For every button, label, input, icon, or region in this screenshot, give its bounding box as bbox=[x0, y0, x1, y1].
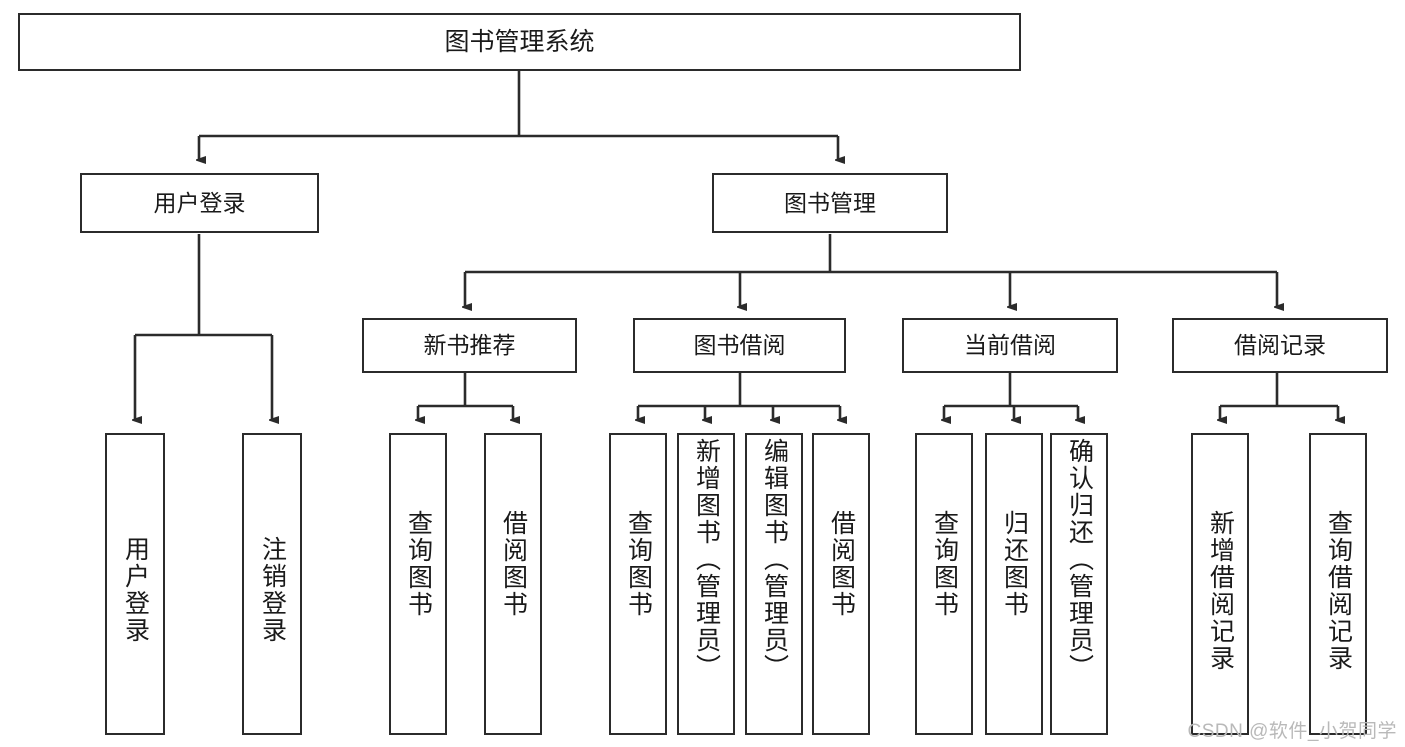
node-leaf-add-borrow-record[interactable]: 新增借阅记录 bbox=[1191, 433, 1249, 735]
node-leaf-add-book-label: 新增图书（管理员） bbox=[692, 438, 721, 681]
node-leaf-query-book-recommend-label: 查询图书 bbox=[404, 510, 433, 618]
node-leaf-return-book[interactable]: 归还图书 bbox=[985, 433, 1043, 735]
node-borrow-record[interactable]: 借阅记录 bbox=[1172, 318, 1388, 373]
node-current-borrow-label: 当前借阅 bbox=[964, 332, 1056, 359]
node-leaf-query-borrow-record[interactable]: 查询借阅记录 bbox=[1309, 433, 1367, 735]
node-leaf-query-book-current[interactable]: 查询图书 bbox=[915, 433, 973, 735]
watermark-text: CSDN @软件_小贺同学 bbox=[1187, 721, 1397, 742]
node-book-borrow[interactable]: 图书借阅 bbox=[633, 318, 846, 373]
node-leaf-edit-book-label: 编辑图书（管理员） bbox=[760, 438, 789, 681]
node-leaf-borrow-book[interactable]: 借阅图书 bbox=[812, 433, 870, 735]
node-book-management[interactable]: 图书管理 bbox=[712, 173, 948, 233]
node-borrow-record-label: 借阅记录 bbox=[1234, 332, 1326, 359]
node-current-borrow[interactable]: 当前借阅 bbox=[902, 318, 1118, 373]
node-leaf-user-login[interactable]: 用户登录 bbox=[105, 433, 165, 735]
node-leaf-add-borrow-record-label: 新增借阅记录 bbox=[1206, 510, 1235, 672]
node-leaf-borrow-book-label: 借阅图书 bbox=[827, 510, 856, 618]
node-leaf-borrow-book-recommend-label: 借阅图书 bbox=[499, 510, 528, 618]
node-leaf-query-book-current-label: 查询图书 bbox=[930, 510, 959, 618]
node-new-book-recommend[interactable]: 新书推荐 bbox=[362, 318, 577, 373]
node-leaf-logout[interactable]: 注销登录 bbox=[242, 433, 302, 735]
node-leaf-query-book-borrow[interactable]: 查询图书 bbox=[609, 433, 667, 735]
node-book-borrow-label: 图书借阅 bbox=[693, 332, 786, 359]
node-leaf-confirm-return-label: 确认归还（管理员） bbox=[1065, 438, 1094, 681]
node-book-management-label: 图书管理 bbox=[784, 189, 876, 216]
node-leaf-query-borrow-record-label: 查询借阅记录 bbox=[1324, 510, 1353, 672]
node-leaf-query-book-recommend[interactable]: 查询图书 bbox=[389, 433, 447, 735]
node-leaf-user-login-label: 用户登录 bbox=[121, 536, 150, 644]
node-leaf-edit-book[interactable]: 编辑图书（管理员） bbox=[745, 433, 803, 735]
node-leaf-add-book[interactable]: 新增图书（管理员） bbox=[677, 433, 735, 735]
node-root-label: 图书管理系统 bbox=[444, 27, 595, 56]
node-leaf-query-book-borrow-label: 查询图书 bbox=[624, 510, 653, 618]
node-root-book-management-system[interactable]: 图书管理系统 bbox=[18, 13, 1021, 71]
node-leaf-confirm-return[interactable]: 确认归还（管理员） bbox=[1050, 433, 1108, 735]
node-user-login-label: 用户登录 bbox=[153, 189, 246, 216]
node-leaf-borrow-book-recommend[interactable]: 借阅图书 bbox=[484, 433, 542, 735]
node-leaf-return-book-label: 归还图书 bbox=[1000, 510, 1029, 618]
node-user-login[interactable]: 用户登录 bbox=[80, 173, 319, 233]
node-leaf-logout-label: 注销登录 bbox=[258, 536, 287, 644]
node-new-book-recommend-label: 新书推荐 bbox=[423, 332, 516, 359]
